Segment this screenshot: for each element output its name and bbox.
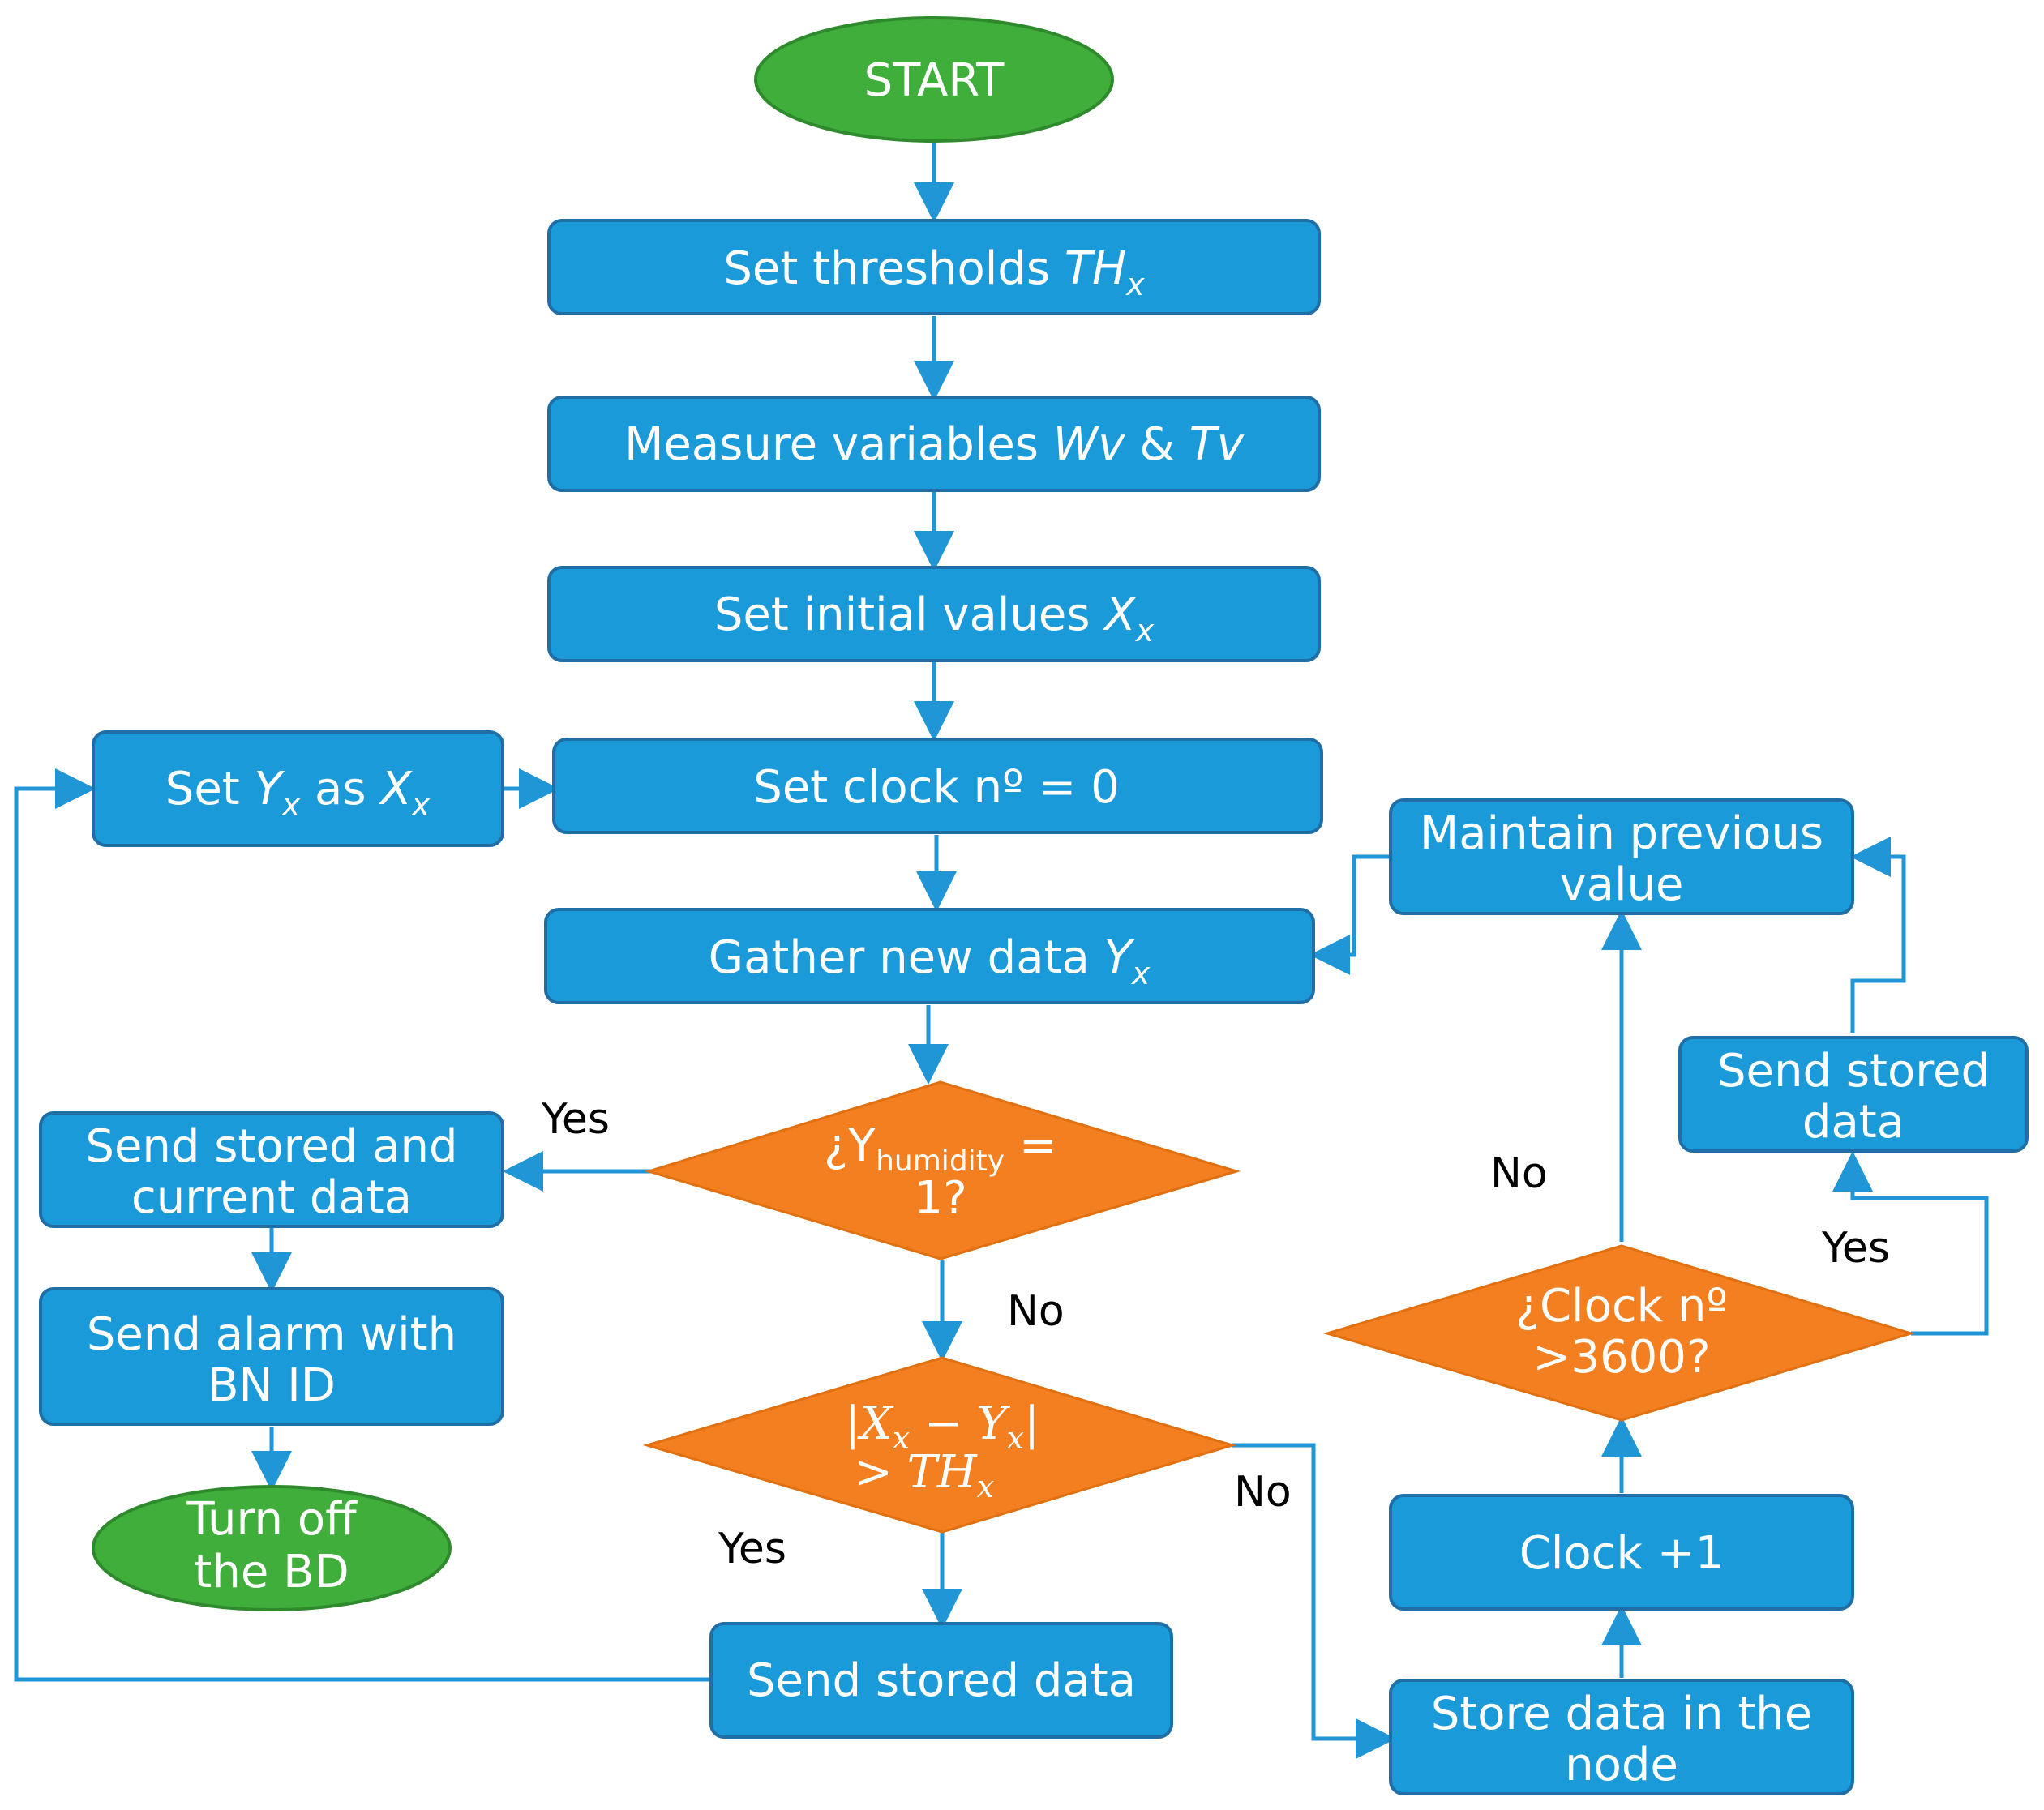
start-node: START — [754, 16, 1114, 143]
set-clock-label: Set clock nº = 0 — [753, 761, 1119, 814]
set-initial-values-node: Set initial values Xx — [547, 566, 1321, 662]
turn-off-line2: the BD — [194, 1546, 349, 1598]
maintain-previous-line1: Maintain previous — [1420, 807, 1823, 860]
edges — [14, 142, 1989, 1759]
set-clock-node: Set clock nº = 0 — [552, 738, 1323, 834]
gather-new-data-label: Gather new data Yx — [709, 931, 1151, 991]
clock-plus-node: Clock +1 — [1389, 1494, 1854, 1611]
maintain-previous-node: Maintain previous value — [1389, 798, 1854, 915]
no-clock-label: No — [1490, 1149, 1548, 1198]
threshold-decision-line2: > THx — [855, 1446, 994, 1504]
send-stored-current-node: Send stored and current data — [39, 1111, 504, 1228]
measure-variables-node: Measure variables Wv & Tv — [547, 396, 1321, 492]
start-label: START — [864, 54, 1005, 107]
send-stored-data-right-line1: Send stored — [1717, 1045, 1990, 1098]
threshold-decision-node: |Xx − Yx| > THx — [642, 1356, 1237, 1534]
store-data-node: Store data in the node — [1389, 1679, 1854, 1795]
clock-decision-line2: >3600? — [1532, 1331, 1710, 1384]
yes-humidity-label: Yes — [541, 1095, 610, 1144]
set-thresholds-node: Set thresholds THx — [547, 219, 1321, 315]
edge-sendstored-loop — [14, 768, 711, 1682]
no-humidity-label: No — [1007, 1287, 1065, 1336]
set-thresholds-label: Set thresholds THx — [723, 242, 1145, 302]
send-alarm-node: Send alarm with BN ID — [39, 1287, 504, 1426]
yes-threshold-label: Yes — [718, 1525, 786, 1573]
clock-plus-label: Clock +1 — [1519, 1527, 1725, 1580]
send-alarm-line1: Send alarm with — [87, 1308, 456, 1361]
turn-off-line1: Turn off — [186, 1493, 358, 1546]
start-terminal — [754, 16, 1114, 143]
send-stored-data-bottom-label: Send stored data — [747, 1654, 1136, 1707]
send-stored-data-right-line2: data — [1802, 1096, 1905, 1149]
edge-maintain-gather — [1309, 854, 1391, 975]
yes-clock-label: Yes — [1821, 1224, 1890, 1273]
humidity-decision-line2: 1? — [914, 1172, 966, 1225]
turn-off-terminal — [92, 1485, 452, 1611]
humidity-decision-node: ¿Yhumidity = 1? — [644, 1080, 1241, 1260]
maintain-previous-line2: value — [1560, 858, 1684, 911]
set-y-as-x-node: Set Yx as Xx — [92, 730, 504, 847]
clock-decision-node: ¿Clock nº >3600? — [1322, 1244, 1916, 1422]
send-stored-current-line1: Send stored and — [85, 1120, 457, 1173]
no-threshold-label: No — [1234, 1468, 1292, 1517]
send-stored-data-bottom-node: Send stored data — [709, 1622, 1173, 1739]
send-stored-data-right-node: Send stored data — [1678, 1036, 2029, 1153]
threshold-decision-line1: |Xx − Yx| — [845, 1397, 1039, 1456]
edge-sendright-maintain — [1850, 837, 1906, 1033]
measure-variables-label: Measure variables Wv & Tv — [624, 418, 1245, 471]
turn-off-node: Turn off the BD — [92, 1485, 452, 1611]
store-data-line1: Store data in the — [1431, 1688, 1813, 1740]
store-data-line2: node — [1565, 1739, 1678, 1791]
set-y-as-x-label: Set Yx as Xx — [165, 763, 431, 823]
send-stored-current-line2: current data — [131, 1171, 412, 1224]
gather-new-data-node: Gather new data Yx — [544, 908, 1315, 1004]
send-alarm-line2: BN ID — [208, 1359, 336, 1412]
humidity-decision-line1: ¿Yhumidity = — [824, 1119, 1057, 1178]
edge-threshold-no — [1232, 1443, 1396, 1759]
edge-labels: Yes No Yes No No Yes — [541, 1095, 1890, 1573]
edge-clock-yes — [1832, 1151, 1989, 1336]
set-initial-values-label: Set initial values Xx — [714, 588, 1155, 648]
clock-decision-line1: ¿Clock nº — [1515, 1280, 1728, 1333]
